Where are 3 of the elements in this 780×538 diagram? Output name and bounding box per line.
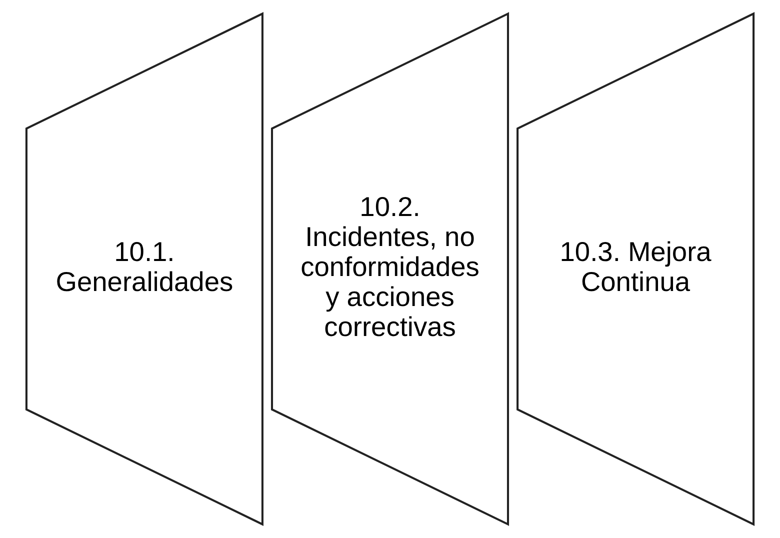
node-box: 10.2. Incidentes, no conformidades y acciones correctivas [270, 12, 510, 526]
node-box: 10.3. Mejora Continua [516, 12, 755, 526]
node-box: 10.1. Generalidades [25, 12, 264, 526]
